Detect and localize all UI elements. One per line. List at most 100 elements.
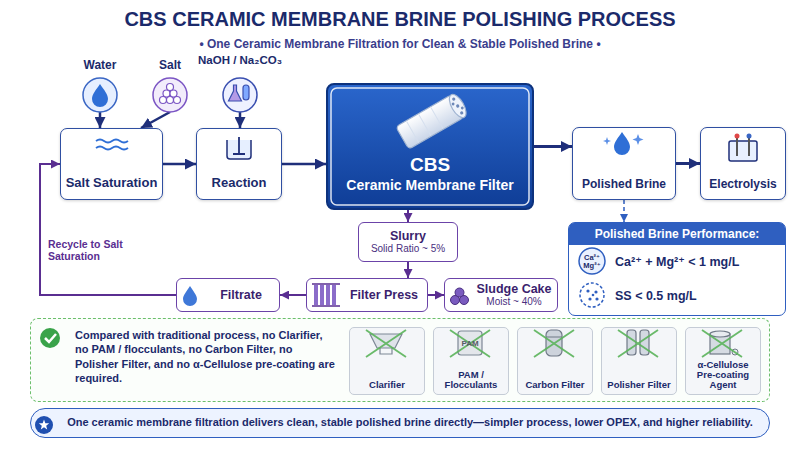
ion-icon [579, 248, 605, 274]
node-text: CBS [334, 154, 526, 177]
node-text: Solid Ratio ~ 5% [363, 243, 453, 255]
membrane-icon [460, 111, 464, 115]
bag-label: PAM [458, 339, 482, 348]
performance-panel: Polished Brine Performance:Ca²⁺ + Mg²⁺ <… [568, 222, 786, 316]
clarifier-icon [370, 334, 402, 354]
solids-icon [580, 283, 604, 307]
node-text: Carbon Filter [521, 380, 589, 390]
output-box: Polished Brine [572, 127, 676, 200]
star-badge [35, 416, 53, 434]
input-icon: Water [70, 58, 130, 112]
saturation-icon [96, 147, 128, 150]
flocculant-bag-icon [458, 331, 482, 355]
carbon-filter-icon [546, 337, 562, 338]
cellulose-drum-icon [710, 331, 730, 337]
removed-equipment-box: Clarifier [349, 327, 425, 395]
sludge-icon [451, 296, 460, 305]
salt-icon [163, 90, 170, 97]
filter-press-icon [332, 285, 336, 305]
solids-icon [586, 289, 598, 300]
electrolysis-icon [747, 134, 752, 139]
flow-arrow [141, 112, 170, 128]
water-icon [92, 84, 108, 107]
removed-cross [450, 330, 490, 357]
node-text: Water [70, 58, 130, 72]
node-text: Polisher Filter [605, 380, 673, 390]
salt-icon [170, 90, 177, 97]
node-text: Compared with traditional process, no Cl… [75, 328, 337, 385]
flow-arrow [99, 112, 102, 128]
removed-cross [534, 330, 574, 357]
membrane-icon [452, 97, 456, 101]
flow-arrow [534, 145, 572, 148]
process-box: Reaction [196, 128, 282, 200]
brine-drop-icon [633, 134, 644, 145]
flocculant-bag-icon [458, 331, 482, 355]
membrane-icon [456, 104, 460, 108]
flow-arrow [407, 210, 409, 222]
ion-icon [579, 248, 605, 274]
membrane-icon [396, 95, 464, 150]
node-text: Polished Brine [577, 177, 671, 191]
node-text: Ceramic Membrane Filter [334, 177, 526, 194]
solids-icon [594, 290, 597, 293]
diagram-title: CBS CERAMIC MEMBRANE BRINE POLISHING PRO… [0, 8, 800, 31]
sludge-icon [451, 288, 469, 305]
flow-arrow [428, 294, 444, 296]
water-icon [83, 78, 117, 112]
removed-cross [618, 330, 658, 357]
node-text: One ceramic membrane filtration delivers… [63, 416, 757, 430]
input-icon: Salt [140, 58, 200, 112]
saturation-icon [96, 140, 128, 143]
filtrate-box: Filtrate [176, 278, 280, 312]
membrane-icon [396, 92, 470, 150]
flow-arrow [407, 262, 409, 278]
reactor-icon [233, 137, 245, 154]
node-text: Electrolysis [705, 177, 781, 191]
removed-equipment-box: Polisher Filter [601, 327, 677, 395]
brine-drop-icon [603, 137, 611, 145]
process-box: Electrolysis [700, 127, 786, 200]
node-text: Moist ~ 40% [475, 296, 553, 308]
node-text: Clarifier [353, 380, 421, 390]
cellulose-drum-icon [710, 331, 738, 355]
removed-cross [366, 330, 742, 357]
solids-icon [592, 294, 595, 297]
chemical-icon [223, 78, 257, 112]
filter-press-icon [312, 284, 340, 306]
membrane-filter-box: CBSCeramic Membrane Filter [326, 83, 534, 210]
node-text: Reaction [201, 175, 277, 191]
node-text: NaOH / Na₂CO₃ [184, 54, 296, 66]
electrolysis-icon [735, 134, 740, 139]
flow-arrow [623, 200, 625, 222]
salt-icon [153, 78, 187, 112]
removed-equipment-box: Carbon Filter [517, 327, 593, 395]
membrane-icon [451, 102, 455, 106]
filter-press-icon [314, 285, 336, 305]
check-icon [40, 328, 60, 348]
flow-arrow [676, 162, 700, 165]
flow-arrow [163, 163, 196, 166]
filtrate-drop-icon [183, 286, 197, 306]
removed-cross [366, 330, 406, 357]
node-text: α-Cellulose Pre-coating Agent [689, 360, 757, 390]
solids-icon [580, 283, 604, 307]
check-icon [45, 334, 56, 342]
node-text: Filtrate [207, 288, 275, 302]
brine-drop-icon [603, 132, 644, 155]
cellulose-drum-icon [732, 349, 738, 355]
node-text: PAM / Flocculants [437, 370, 505, 390]
electrolysis-icon [737, 137, 749, 156]
saturation-icon [96, 140, 128, 150]
electrolysis-icon [729, 141, 757, 161]
filter-press-icon [314, 285, 318, 305]
membrane-icon [460, 106, 464, 110]
sludge-icon [460, 296, 469, 305]
water-icon [83, 78, 117, 112]
solids-icon [588, 297, 591, 300]
solids-icon [595, 297, 598, 300]
polisher-filter-icon [627, 330, 649, 355]
carbon-filter-icon [546, 330, 562, 356]
node-text: SS < 0.5 mg/L [569, 279, 785, 313]
solids-icon [586, 289, 589, 292]
